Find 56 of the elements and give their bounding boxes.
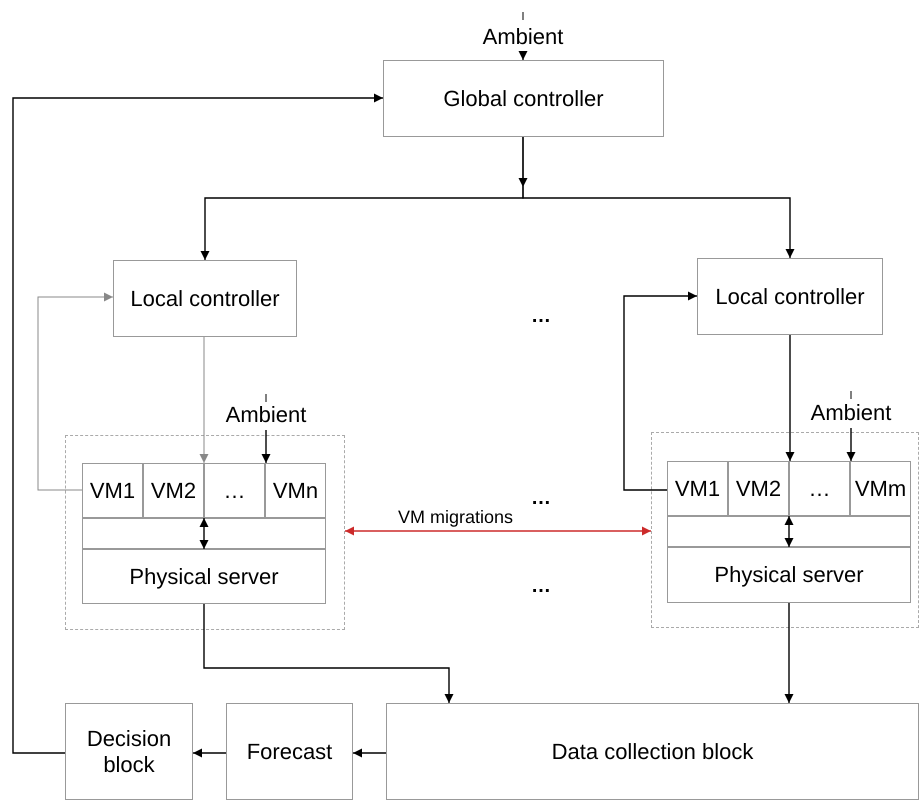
vm-cell: [728, 461, 789, 516]
vm-label: VM1: [90, 478, 136, 504]
process-box: [386, 703, 919, 800]
ambient-label: Ambient: [213, 400, 319, 430]
process-box: [113, 260, 297, 337]
vm-cell: [789, 461, 850, 516]
server-group-frame: [65, 435, 345, 630]
ellipsis-label: …: [531, 575, 551, 598]
arrow: [203, 604, 454, 703]
arrow: [623, 292, 697, 491]
box-label: Local controller: [715, 284, 865, 310]
vm-label: VM2: [736, 476, 782, 502]
arrow: [38, 292, 114, 490]
arrow: [784, 516, 794, 547]
process-box: [226, 703, 353, 800]
vm-cell: [265, 463, 326, 518]
vm-cell: [667, 461, 728, 516]
vm-cell: [667, 547, 911, 603]
box-label: Decision block: [86, 726, 172, 777]
arrow: [262, 430, 270, 463]
box-label: Global controller: [443, 86, 604, 112]
arrow: [518, 51, 528, 60]
box-label: Local controller: [130, 286, 280, 312]
ellipsis-label: …: [531, 487, 551, 510]
vm-cell: [143, 463, 204, 518]
box-label: Forecast: [246, 738, 332, 764]
arrow: [12, 94, 383, 754]
arrow: [353, 748, 386, 758]
vm-cell: [82, 549, 326, 604]
vm-label: …: [808, 476, 830, 502]
arrow: [784, 603, 794, 703]
process-box: [65, 703, 193, 800]
server-group-frame: [651, 432, 919, 628]
box-label: Data collection block: [552, 738, 754, 764]
arrow: [522, 137, 794, 258]
ambient-label: Ambient: [798, 398, 904, 428]
vm-label: VM2: [150, 478, 196, 504]
vm-label: VMm: [854, 476, 906, 502]
process-box: [697, 258, 883, 335]
vm-label: Physical server: [714, 562, 864, 588]
process-box: [383, 60, 664, 137]
ambient-label: Ambient: [470, 22, 576, 52]
vm-cell: [82, 463, 143, 518]
vm-label: Physical server: [129, 564, 279, 590]
arrow: [200, 518, 208, 549]
arrow: [193, 748, 226, 758]
vm-label: VM1: [674, 476, 720, 502]
vm-label: …: [224, 478, 246, 504]
vm-cell: [850, 461, 911, 516]
arrow: [846, 428, 856, 461]
arrow: [200, 336, 208, 464]
ellipsis-label: …: [531, 305, 551, 328]
arrow: [345, 526, 651, 536]
vm-label: VMn: [272, 478, 318, 504]
vm-cell: [204, 463, 265, 518]
arrow: [786, 335, 794, 461]
